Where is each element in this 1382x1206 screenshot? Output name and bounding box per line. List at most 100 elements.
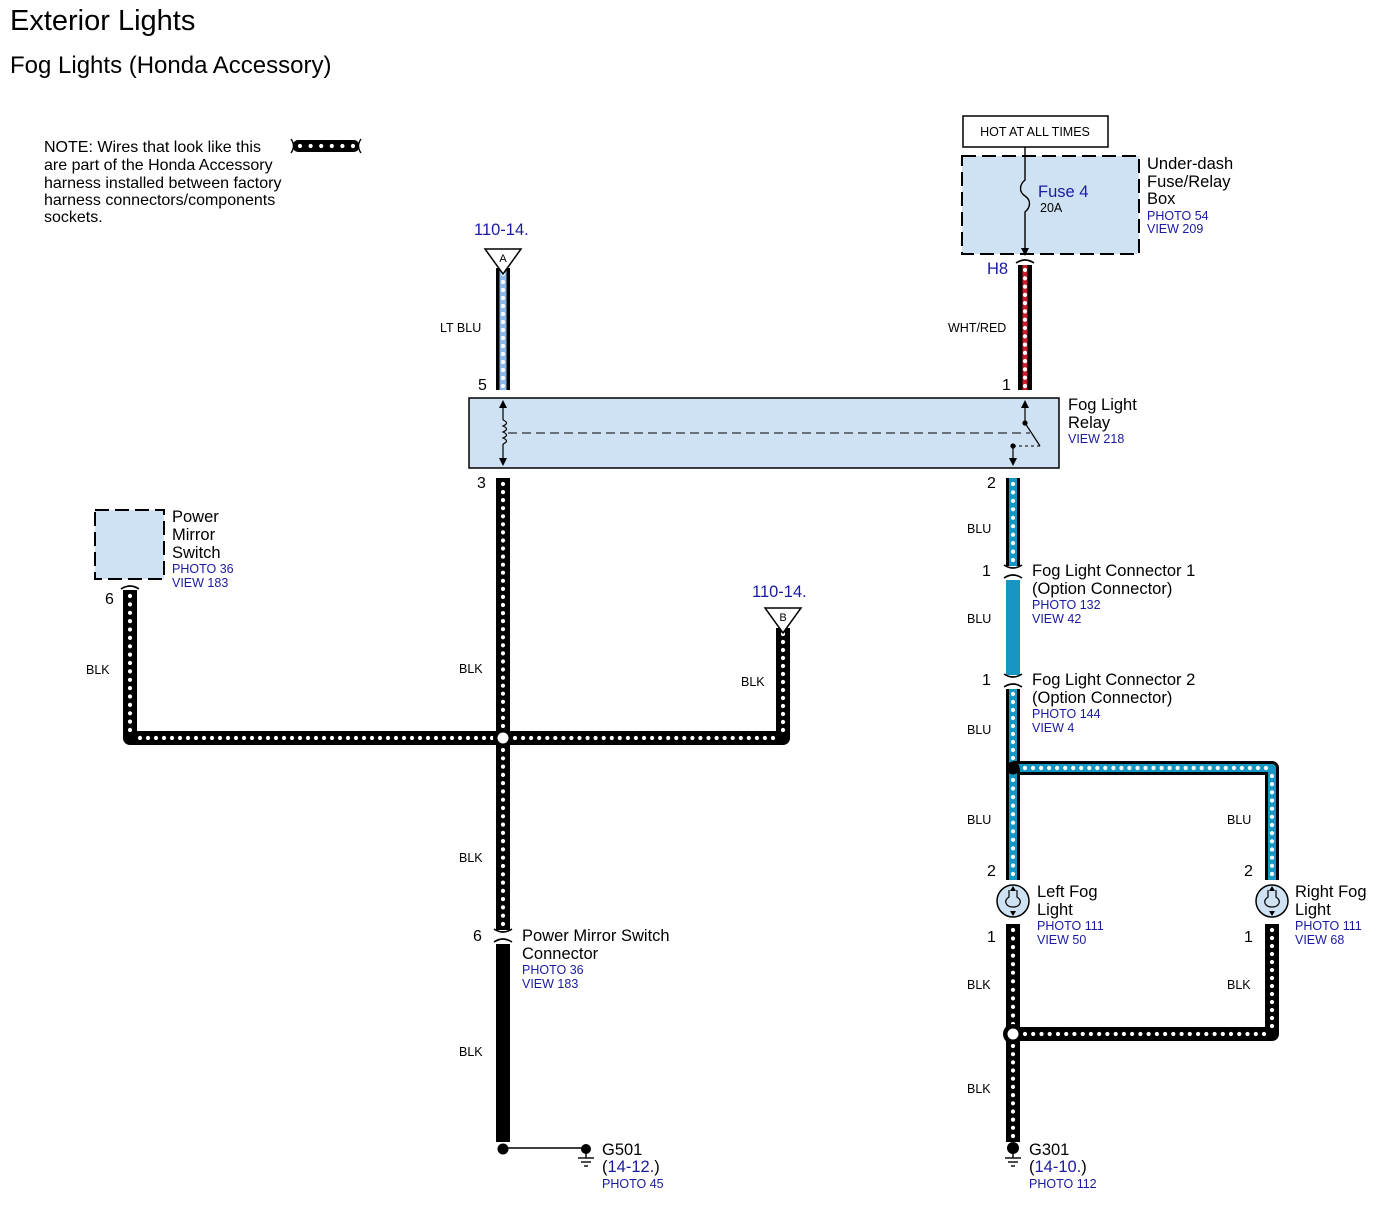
splice-left — [493, 728, 513, 748]
wire-lt-blu — [496, 268, 510, 390]
wire-dot — [1199, 765, 1204, 771]
wire-dot — [1047, 765, 1052, 771]
wire-dot — [500, 723, 506, 729]
wire-dot — [500, 619, 506, 624]
fuse-4-label: Fuse 4 — [1038, 183, 1088, 201]
wire-dot — [1163, 1031, 1168, 1037]
wire-dot — [500, 311, 506, 317]
wire-dot — [1010, 731, 1016, 737]
relay-switch-symbol — [1009, 400, 1041, 466]
wire-dot — [780, 647, 786, 653]
wire-dot — [500, 562, 506, 567]
wire-dot — [545, 735, 550, 741]
wire-dot — [1010, 812, 1016, 817]
wire-dot — [1269, 951, 1275, 957]
left-fog-name-2: Light — [1037, 901, 1073, 919]
mirror-connector-name-1: Power Mirror Switch — [522, 927, 670, 945]
wire-dot — [441, 735, 447, 741]
wire-dot — [127, 593, 133, 599]
wire-dot — [500, 367, 506, 373]
wire-dot — [1071, 765, 1076, 771]
wire-dot — [690, 735, 695, 741]
wire-dot — [500, 691, 506, 696]
wire-dot — [500, 295, 506, 301]
fog-light-relay — [468, 397, 1060, 469]
link-ref-a[interactable]: 110-14. — [474, 221, 529, 239]
link-flag-b[interactable]: B — [763, 607, 803, 635]
accessory-wire-dots — [297, 143, 356, 149]
wire-dot — [281, 735, 287, 741]
wire-dot — [127, 627, 133, 632]
wire-dot — [500, 913, 506, 918]
wire-dot — [1111, 765, 1116, 771]
wire-dot — [625, 735, 631, 741]
wire-label-blu-3: BLU — [967, 723, 991, 737]
wire-dot — [500, 764, 506, 769]
wire-dot — [1103, 765, 1108, 771]
fuse-box-name-3: Box — [1147, 190, 1176, 208]
wire-label-blu-2: BLU — [967, 612, 991, 626]
wire-dot — [308, 143, 313, 149]
wire-dot — [500, 683, 506, 688]
wire-dot — [1212, 1031, 1217, 1037]
wire-dot — [257, 735, 263, 741]
wire-dot — [1253, 1031, 1258, 1037]
wire-dot — [1269, 1023, 1275, 1029]
wire-dot — [1215, 765, 1220, 771]
wire-dot — [553, 735, 558, 741]
wire-dot — [1010, 755, 1016, 761]
ground-g301-ref: (14-10.) — [1029, 1158, 1087, 1176]
wire-dot — [1010, 979, 1016, 984]
ground-g501-link[interactable]: 14-12. — [608, 1158, 655, 1176]
wire-dot — [1204, 1031, 1209, 1037]
wire-dot — [1010, 987, 1016, 992]
fog-conn-1-photo-ref: PHOTO 132 — [1032, 598, 1101, 612]
wire-label-blk-lower: BLK — [459, 851, 483, 865]
wire-dot — [722, 735, 727, 741]
wire-dot — [1255, 765, 1261, 771]
wire-dot — [500, 905, 506, 910]
link-flag-a[interactable]: A — [483, 248, 523, 276]
wire-dot — [1228, 1031, 1234, 1037]
link-ref-b[interactable]: 110-14. — [752, 583, 807, 601]
wire-dot — [500, 375, 506, 381]
wire-dot — [746, 735, 751, 741]
wire-dot — [425, 735, 431, 741]
wire-dot — [1010, 1133, 1016, 1139]
wire-dot — [780, 711, 786, 717]
wire-dot — [521, 735, 526, 741]
wire-dot — [780, 679, 786, 685]
wire-dot — [1187, 1031, 1192, 1037]
ground-g501-ref-close: ) — [654, 1158, 660, 1176]
wire-dot — [1269, 983, 1275, 989]
wire-dot — [1010, 803, 1016, 808]
relay-pin-5: 5 — [478, 377, 487, 394]
wire-dot — [1022, 267, 1028, 273]
fog-conn-1-name-1: Fog Light Connector 1 — [1032, 562, 1195, 580]
wire-blu-to-right-fog — [1013, 761, 1279, 880]
wire-dot — [1130, 1031, 1135, 1037]
wire-dot — [1010, 490, 1016, 495]
wire-dot — [127, 635, 133, 641]
wire-dot — [585, 735, 590, 741]
wire-dot — [201, 735, 207, 741]
wire-dot — [1010, 820, 1016, 825]
wire-dot — [500, 715, 506, 721]
ground-g301-link[interactable]: 14-10. — [1035, 1158, 1082, 1176]
wire-dot — [1269, 863, 1275, 868]
wire-dot — [127, 727, 133, 733]
wire-dot — [1010, 1076, 1016, 1081]
wire-blk-to-g301 — [1006, 1034, 1020, 1142]
wire-dot — [241, 735, 247, 741]
wire-dot — [369, 735, 375, 741]
wire-dot — [1237, 1031, 1242, 1037]
wire-dot — [512, 735, 518, 741]
wire-dot — [500, 888, 506, 894]
relay-name-2: Relay — [1068, 414, 1111, 432]
wire-blu-relay-to-conn1 — [1006, 478, 1020, 566]
wire-dot — [1010, 739, 1016, 745]
wire-dot — [137, 735, 143, 741]
wire-dot — [500, 335, 506, 341]
wire-blk-left-fog — [1006, 924, 1020, 1034]
wire-dot — [1223, 765, 1228, 771]
